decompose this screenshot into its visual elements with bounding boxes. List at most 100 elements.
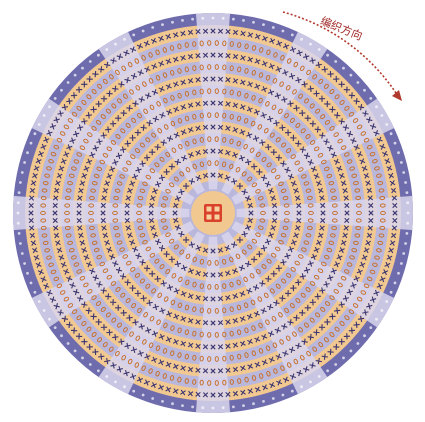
edge-chain-icon bbox=[334, 363, 337, 366]
edge-chain-icon bbox=[171, 402, 174, 405]
edge-chain-icon bbox=[363, 334, 366, 337]
edge-chain-icon bbox=[30, 282, 33, 285]
edge-chain-icon bbox=[342, 67, 345, 70]
edge-chain-icon bbox=[242, 404, 245, 407]
edge-chain-icon bbox=[48, 318, 51, 321]
edge-chain-icon bbox=[151, 397, 154, 400]
edge-chain-icon bbox=[357, 342, 360, 345]
edge-chain-icon bbox=[67, 81, 70, 84]
edge-chain-icon bbox=[17, 201, 20, 204]
edge-chain-icon bbox=[334, 60, 337, 63]
edge-chain-icon bbox=[34, 291, 37, 294]
edge-chain-icon bbox=[105, 375, 108, 378]
edge-chain-icon bbox=[97, 54, 100, 57]
edge-chain-icon bbox=[369, 326, 372, 329]
edge-chain-icon bbox=[400, 262, 403, 265]
edge-chain-icon bbox=[402, 171, 405, 174]
edge-chain-icon bbox=[171, 21, 174, 24]
edge-chain-icon bbox=[34, 132, 37, 135]
edge-chain-icon bbox=[262, 400, 265, 403]
edge-chain-icon bbox=[17, 222, 20, 225]
edge-chain-icon bbox=[350, 350, 353, 353]
edge-chain-icon bbox=[191, 406, 194, 409]
edge-chain-icon bbox=[342, 357, 345, 360]
edge-chain-icon bbox=[252, 21, 255, 24]
edge-chain-icon bbox=[300, 385, 303, 388]
edge-chain-icon bbox=[404, 181, 407, 184]
edge-chain-icon bbox=[375, 318, 378, 321]
edge-chain-icon bbox=[242, 19, 245, 22]
edge-chain-icon bbox=[161, 23, 164, 26]
edge-chain-icon bbox=[282, 394, 285, 397]
edge-chain-icon bbox=[17, 212, 20, 215]
chain-icon bbox=[215, 207, 220, 212]
edge-chain-icon bbox=[21, 252, 24, 255]
edge-chain-icon bbox=[89, 60, 92, 63]
edge-chain-icon bbox=[404, 242, 407, 245]
edge-chain-icon bbox=[390, 132, 393, 135]
edge-chain-icon bbox=[181, 404, 184, 407]
edge-chain-icon bbox=[363, 89, 366, 92]
edge-chain-icon bbox=[272, 26, 275, 29]
edge-chain-icon bbox=[406, 222, 409, 225]
edge-chain-icon bbox=[407, 212, 410, 215]
edge-chain-icon bbox=[400, 161, 403, 164]
edge-chain-icon bbox=[232, 18, 235, 21]
edge-chain-icon bbox=[67, 342, 70, 345]
chain-icon bbox=[207, 215, 212, 220]
edge-chain-icon bbox=[18, 232, 21, 235]
edge-chain-icon bbox=[105, 48, 108, 51]
edge-chain-icon bbox=[74, 74, 77, 77]
edge-chain-icon bbox=[326, 369, 329, 372]
edge-chain-icon bbox=[201, 406, 204, 409]
edge-chain-icon bbox=[232, 406, 235, 409]
edge-chain-icon bbox=[212, 407, 215, 410]
edge-chain-icon bbox=[38, 123, 41, 126]
edge-chain-icon bbox=[406, 232, 409, 235]
edge-chain-icon bbox=[132, 390, 135, 393]
edge-chain-icon bbox=[21, 171, 24, 174]
edge-chain-icon bbox=[43, 114, 46, 117]
edge-chain-icon bbox=[402, 252, 405, 255]
edge-chain-icon bbox=[74, 350, 77, 353]
edge-chain-icon bbox=[19, 242, 22, 245]
edge-chain-icon bbox=[406, 201, 409, 204]
edge-chain-icon bbox=[397, 272, 400, 275]
edge-chain-icon bbox=[48, 105, 51, 108]
edge-chain-icon bbox=[181, 19, 184, 22]
edge-chain-icon bbox=[191, 18, 194, 21]
edge-chain-icon bbox=[318, 375, 321, 378]
edge-chain-icon bbox=[123, 385, 126, 388]
edge-chain-icon bbox=[300, 38, 303, 41]
edge-chain-icon bbox=[54, 326, 57, 329]
edge-chain-icon bbox=[394, 282, 397, 285]
edge-chain-icon bbox=[381, 309, 384, 312]
edge-chain-icon bbox=[309, 43, 312, 46]
edge-chain-icon bbox=[201, 17, 204, 20]
edge-chain-icon bbox=[18, 191, 21, 194]
edge-chain-icon bbox=[318, 48, 321, 51]
edge-chain-icon bbox=[222, 406, 225, 409]
edge-chain-icon bbox=[60, 334, 63, 337]
chain-icon bbox=[215, 215, 220, 220]
edge-chain-icon bbox=[142, 394, 145, 397]
edge-chain-icon bbox=[38, 300, 41, 303]
edge-chain-icon bbox=[114, 43, 117, 46]
edge-chain-icon bbox=[282, 30, 285, 33]
edge-chain-icon bbox=[81, 357, 84, 360]
edge-chain-icon bbox=[151, 26, 154, 29]
edge-chain-icon bbox=[375, 105, 378, 108]
edge-chain-icon bbox=[350, 74, 353, 77]
edge-chain-icon bbox=[212, 17, 215, 20]
edge-chain-icon bbox=[252, 402, 255, 405]
edge-chain-icon bbox=[19, 181, 22, 184]
edge-chain-icon bbox=[23, 262, 26, 265]
edge-chain-icon bbox=[60, 89, 63, 92]
edge-chain-icon bbox=[89, 363, 92, 366]
edge-chain-icon bbox=[30, 142, 33, 145]
double-crochet-icon bbox=[237, 330, 241, 335]
edge-chain-icon bbox=[309, 381, 312, 384]
edge-chain-icon bbox=[397, 151, 400, 154]
edge-chain-icon bbox=[390, 291, 393, 294]
edge-chain-icon bbox=[43, 309, 46, 312]
